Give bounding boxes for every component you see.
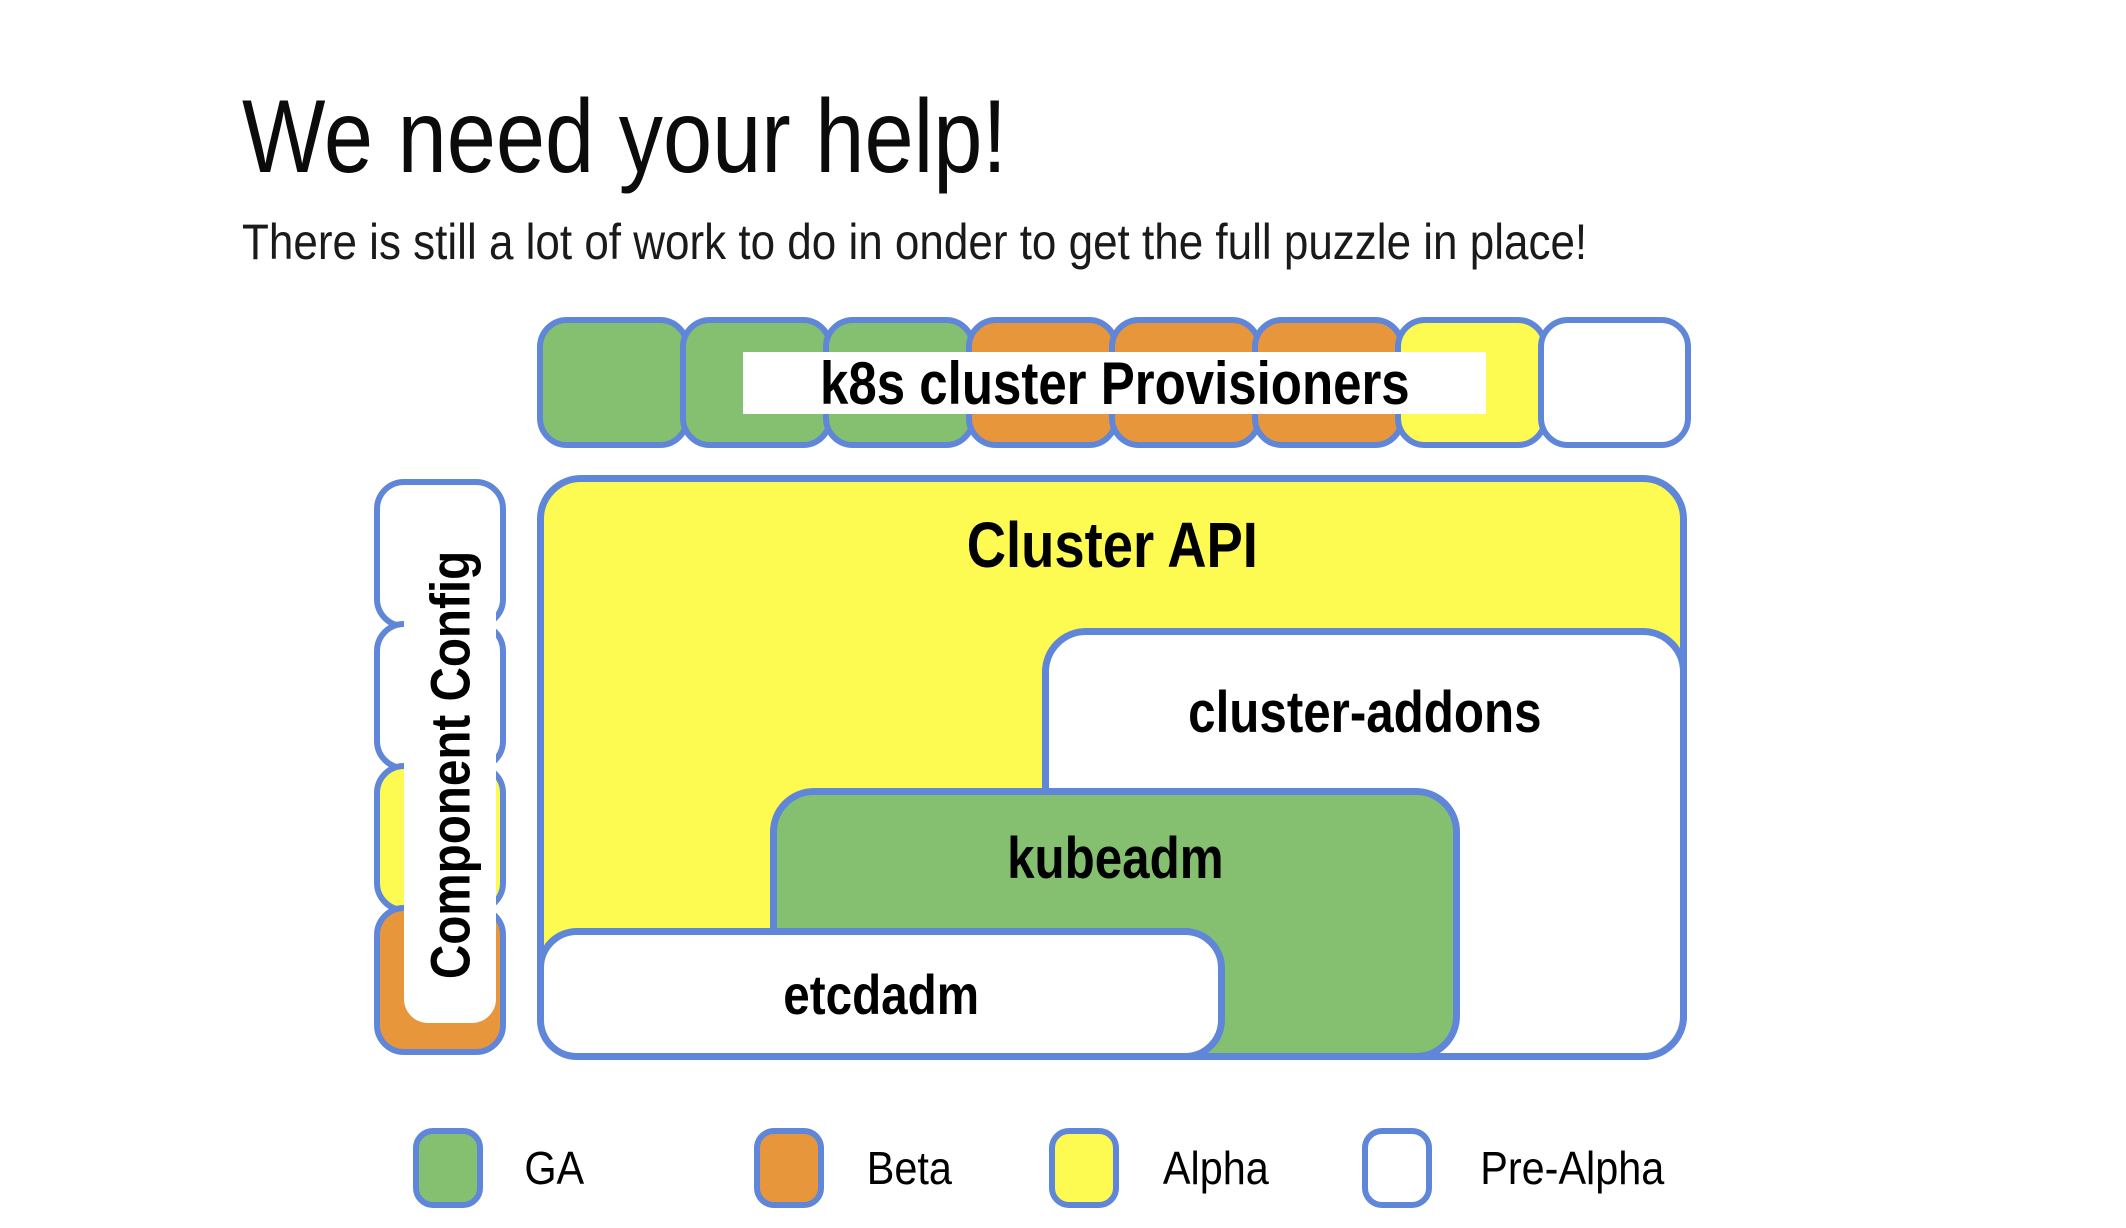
cluster-api-box: Cluster API cluster-addons kubeadm etcda…: [537, 475, 1687, 1060]
legend-item-alpha: Alpha: [1049, 1128, 1275, 1208]
legend-item-pre-alpha: Pre-Alpha: [1362, 1128, 1675, 1208]
legend-label: GA: [521, 1141, 587, 1195]
etcdadm-label-text: etcdadm: [783, 962, 979, 1026]
legend-label-text: GA: [524, 1142, 585, 1194]
legend-swatch-yellow: [1049, 1128, 1119, 1208]
cluster-addons-label-text: cluster-addons: [1187, 680, 1542, 745]
component-config-label-text: Component Config: [418, 550, 482, 980]
legend-label-text: Pre-Alpha: [1480, 1142, 1665, 1194]
page-subtitle: There is still a lot of work to do in on…: [242, 214, 1771, 272]
cluster-api-label: Cluster API: [544, 508, 1680, 582]
provisioners-row-label: k8s cluster Provisioners: [743, 350, 1486, 417]
cluster-api-label-text: Cluster API: [966, 509, 1258, 581]
kubeadm-label-text: kubeadm: [1006, 826, 1224, 891]
legend-label: Beta: [862, 1141, 957, 1195]
legend-item-ga: GA: [413, 1128, 587, 1208]
legend-item-beta: Beta: [754, 1128, 957, 1208]
page-subtitle-text: There is still a lot of work to do in on…: [242, 214, 1588, 270]
component-config-label-strip: Component Config: [404, 507, 496, 1023]
etcdadm-label: etcdadm: [766, 962, 996, 1027]
legend-swatch-orange: [754, 1128, 824, 1208]
page-title: We need your help!: [242, 78, 1142, 195]
cluster-addons-label: cluster-addons: [1049, 679, 1680, 746]
legend-label-text: Beta: [866, 1142, 952, 1194]
legend-label: Pre-Alpha: [1470, 1141, 1675, 1195]
provisioner-tile-1-green: [537, 317, 690, 448]
legend-swatch-green: [413, 1128, 483, 1208]
etcdadm-box: etcdadm: [537, 928, 1225, 1060]
component-config-label: Component Config: [418, 513, 483, 1017]
page-title-text: We need your help!: [242, 78, 1007, 195]
legend-label-text: Alpha: [1162, 1142, 1269, 1194]
provisioner-tile-8-white: [1538, 317, 1691, 448]
legend-label: Alpha: [1157, 1141, 1275, 1195]
legend-swatch-white: [1362, 1128, 1432, 1208]
provisioners-row-label-text: k8s cluster Provisioners: [819, 349, 1410, 417]
kubeadm-label: kubeadm: [777, 825, 1453, 892]
